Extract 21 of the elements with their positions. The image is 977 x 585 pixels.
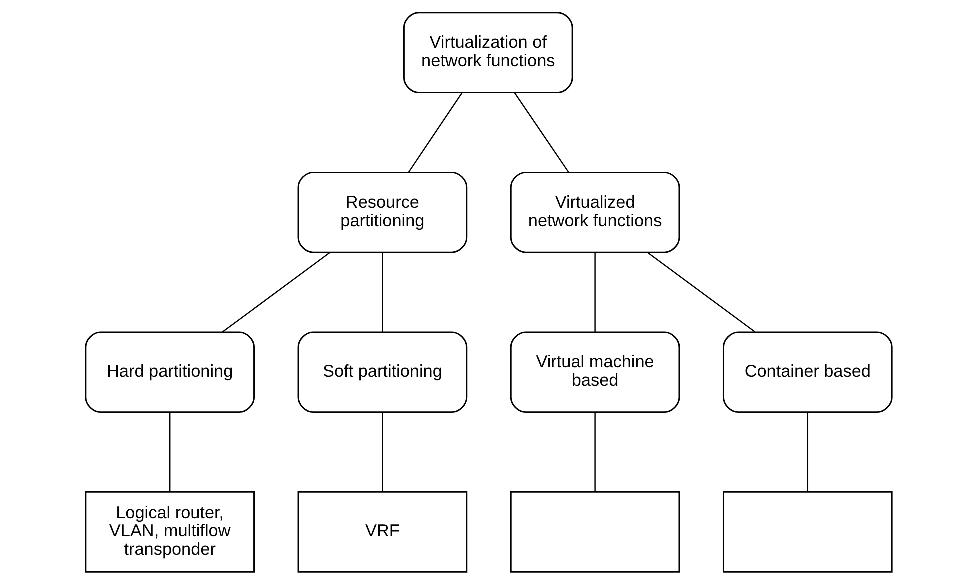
node-box: Virtualization of network functions — [402, 12, 573, 94]
node-box: VRF — [297, 491, 468, 573]
connector — [806, 412, 808, 492]
connector — [382, 252, 383, 332]
node-box: Hard partitioning — [84, 332, 255, 414]
connector — [594, 252, 596, 332]
node-box — [510, 491, 680, 573]
connector — [646, 252, 756, 333]
node-box: Virtualized network functions — [510, 172, 680, 254]
node-box: Soft partitioning — [297, 332, 468, 414]
connector — [594, 412, 596, 492]
connector — [168, 412, 170, 492]
connector — [514, 92, 569, 173]
node-box: Virtual machine based — [510, 332, 680, 414]
connector — [408, 92, 462, 173]
connector — [222, 252, 330, 333]
node-box: Container based — [722, 332, 892, 414]
node-box — [722, 491, 892, 573]
node-box: Resource partitioning — [297, 172, 468, 254]
node-box: Logical router, VLAN, multiflow transponder — [84, 491, 255, 573]
connector — [382, 412, 383, 492]
